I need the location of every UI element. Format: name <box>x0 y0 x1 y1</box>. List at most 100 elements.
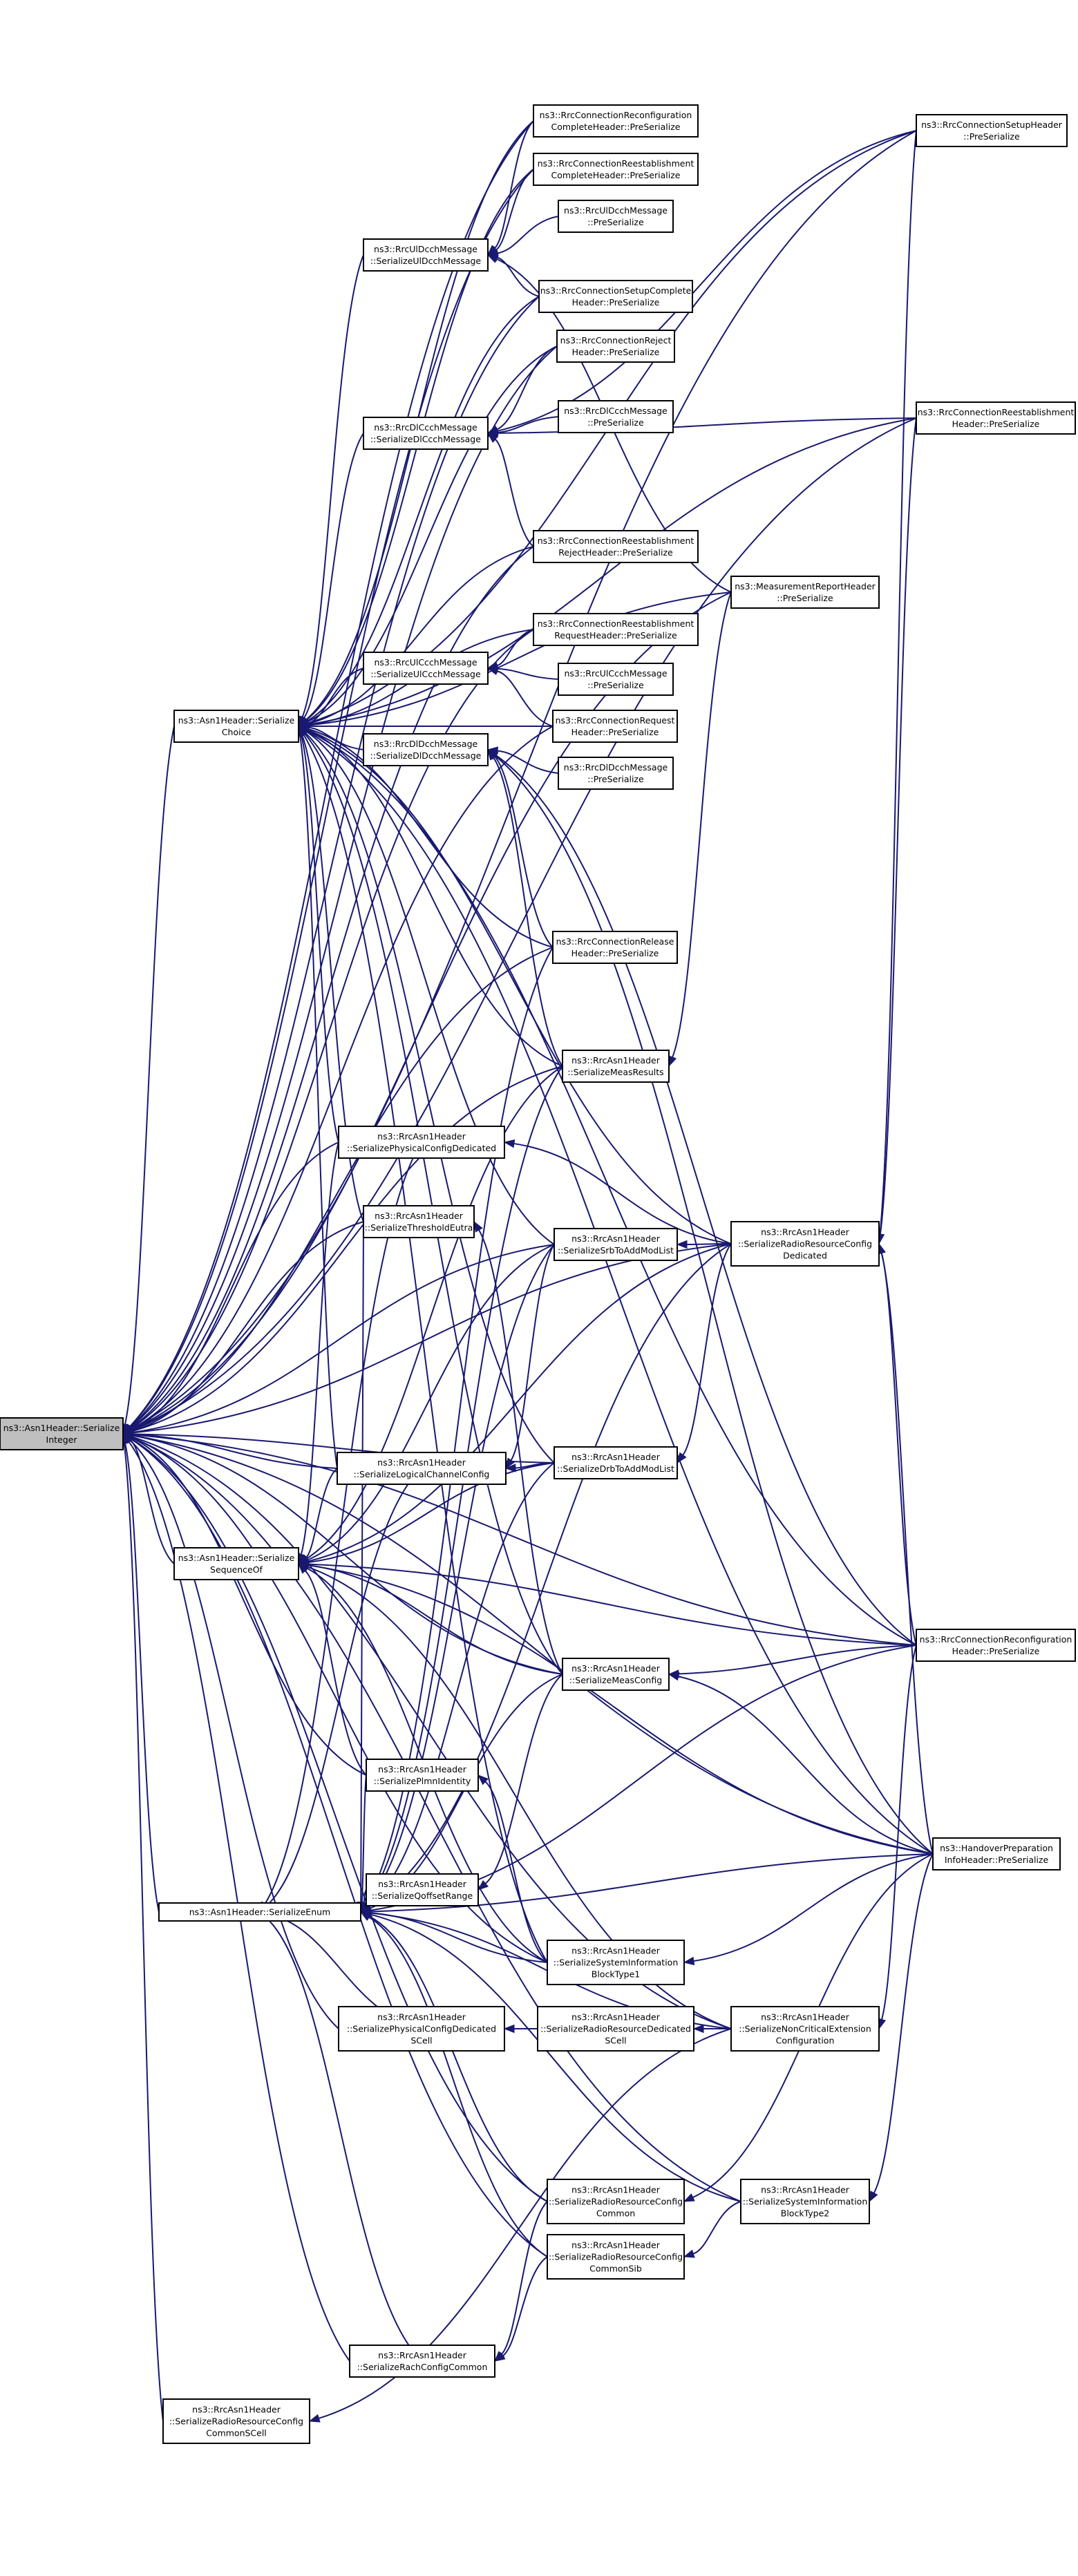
arrowhead <box>122 1431 134 1440</box>
node-box <box>562 1050 670 1083</box>
node-ulccchpre[interactable]: ns3::RrcUlCcchMessage::PreSerialize <box>558 663 674 696</box>
node-request[interactable]: ns3::RrcConnectionRequestHeader::PreSeri… <box>552 710 678 743</box>
arrowhead <box>668 1055 677 1068</box>
call-edge <box>486 417 917 438</box>
node-sib1[interactable]: ns3::RrcAsn1Header::SerializeSystemInfor… <box>547 1940 685 1985</box>
node-dldcchpre[interactable]: ns3::RrcDlDcchMessage::PreSerialize <box>558 757 674 790</box>
node-reconf[interactable]: ns3::RrcConnectionReconfigurationHeader:… <box>916 1629 1076 1662</box>
node-reestcomplete[interactable]: ns3::RrcConnectionReestablishmentComplet… <box>533 153 699 186</box>
node-srb[interactable]: ns3::RrcAsn1Header::SerializeSrbToAddMod… <box>554 1228 678 1261</box>
node-label: ns3::RrcAsn1Header <box>571 1233 661 1244</box>
node-sib2[interactable]: ns3::RrcAsn1Header::SerializeSystemInfor… <box>740 2179 870 2224</box>
node-label: ::SerializeRadioResourceConfig <box>169 2416 303 2427</box>
graph-edges <box>120 120 934 2423</box>
call-edge <box>122 1431 934 1855</box>
node-dlccchpre[interactable]: ns3::RrcDlCcchMessage::PreSerialize <box>558 400 674 433</box>
node-ulcch[interactable]: ns3::RrcUlDcchMessage::SerializeUlDcchMe… <box>363 238 489 272</box>
arrowhead <box>677 1452 687 1464</box>
node-label: ns3::RrcConnectionReestablishment <box>538 536 694 546</box>
node-release[interactable]: ns3::RrcConnectionReleaseHeader::PreSeri… <box>552 931 678 964</box>
node-dldcch[interactable]: ns3::RrcDlDcchMessage::SerializeDlDcchMe… <box>363 733 489 766</box>
call-edge <box>486 629 534 670</box>
node-rrcd[interactable]: ns3::RrcAsn1Header::SerializeRadioResour… <box>730 1221 880 1267</box>
node-uldcchpre[interactable]: ns3::RrcUlDcchMessage::PreSerialize <box>558 200 674 233</box>
call-edge <box>486 169 534 256</box>
call-edge <box>877 1242 934 1855</box>
node-plmn[interactable]: ns3::RrcAsn1Header::SerializePlmnIdentit… <box>366 1759 479 1792</box>
call-edge <box>122 1243 732 1437</box>
call-edge <box>122 947 554 1434</box>
node-thresh[interactable]: ns3::RrcAsn1Header::SerializeThresholdEu… <box>363 1205 475 1238</box>
node-noncrit[interactable]: ns3::RrcAsn1Header::SerializeNonCritical… <box>730 2006 880 2052</box>
call-edge-line <box>132 1244 555 1433</box>
node-setup[interactable]: ns3::RrcConnectionSetupHeader::PreSerial… <box>916 114 1068 147</box>
node-label: CommonSib <box>589 2264 642 2274</box>
node-measresults[interactable]: ns3::RrcAsn1Header::SerializeMeasResults <box>562 1050 670 1083</box>
call-edge <box>683 2201 741 2258</box>
node-reest[interactable]: ns3::RrcConnectionReestablishmentHeader:… <box>916 401 1076 435</box>
node-box <box>337 1452 507 1485</box>
call-edge-line <box>319 2028 732 2419</box>
node-label: ns3::RrcDlDcchMessage <box>564 762 668 773</box>
node-measreport[interactable]: ns3::MeasurementReportHeader::PreSeriali… <box>730 576 880 609</box>
arrowhead <box>683 1956 695 1966</box>
node-label: RejectHeader::PreSerialize <box>558 547 673 558</box>
node-label: SequenceOf <box>210 1564 263 1575</box>
node-label: ns3::RrcAsn1Header <box>378 2350 467 2360</box>
node-label: Integer <box>46 1434 78 1445</box>
node-handover[interactable]: ns3::HandoverPreparationInfoHeader::PreS… <box>932 1837 1061 1871</box>
call-edge-line <box>366 1244 555 1906</box>
node-ulccch[interactable]: ns3::RrcUlCcchMessage::SerializeUlCcchMe… <box>363 652 489 685</box>
call-edge-line <box>131 947 554 1431</box>
node-physded[interactable]: ns3::RrcAsn1Header::SerializePhysicalCon… <box>338 1126 505 1159</box>
node-box <box>730 576 880 609</box>
node-reestreject[interactable]: ns3::RrcConnectionReestablishmentRejectH… <box>533 530 699 563</box>
node-box <box>349 2345 495 2378</box>
call-edge-line <box>123 1443 164 2422</box>
call-edge-line <box>880 1253 934 1855</box>
node-rrcommon[interactable]: ns3::RrcAsn1Header::SerializeRadioResour… <box>547 2179 685 2224</box>
node-box <box>537 2006 694 2052</box>
call-edge-line <box>693 1853 934 1962</box>
node-label: ns3::RrcAsn1Header <box>377 2012 466 2023</box>
node-measconfig[interactable]: ns3::RrcAsn1Header::SerializeMeasConfig <box>562 1658 670 1691</box>
node-label: ns3::MeasurementReportHeader <box>735 581 876 591</box>
node-drb[interactable]: ns3::RrcAsn1Header::SerializeDrbToAddMod… <box>554 1446 678 1479</box>
node-setupcomplete[interactable]: ns3::RrcConnectionSetupCompleteHeader::P… <box>538 280 693 313</box>
node-reconfcomplete[interactable]: ns3::RrcConnectionReconfigurationComplet… <box>533 104 699 138</box>
node-label: Configuration <box>776 2036 835 2046</box>
node-enum[interactable]: ns3::Asn1Header::SerializeEnum <box>158 1902 361 1922</box>
node-dlcch[interactable]: ns3::RrcDlCcchMessage::SerializeDlCcchMe… <box>363 417 489 450</box>
node-rrcommonsib[interactable]: ns3::RrcAsn1Header::SerializeRadioResour… <box>547 2234 685 2280</box>
node-label: Header::PreSerialize <box>952 1646 1040 1656</box>
node-label: ::SerializeNonCriticalExtension <box>739 2024 871 2034</box>
node-logch[interactable]: ns3::RrcAsn1Header::SerializeLogicalChan… <box>337 1452 507 1485</box>
node-reject[interactable]: ns3::RrcConnectionRejectHeader::PreSeria… <box>556 330 675 363</box>
call-edge-line <box>497 670 554 727</box>
arrowhead <box>676 1240 688 1249</box>
node-label: ns3::RrcDlCcchMessage <box>564 406 668 416</box>
node-rachcommonscell[interactable]: ns3::RrcAsn1Header::SerializeRadioResour… <box>162 2398 310 2444</box>
call-edge-line <box>308 1564 934 1855</box>
node-label: ::SerializeMeasResults <box>567 1067 663 1077</box>
node-label: ::SerializeRadioResourceConfig <box>738 1239 872 1249</box>
call-edge <box>308 2028 732 2423</box>
node-qoff[interactable]: ns3::RrcAsn1Header::SerializeQoffsetRang… <box>366 1873 479 1906</box>
node-label: ns3::RrcAsn1Header <box>192 2405 281 2415</box>
node-box <box>363 238 489 272</box>
node-box <box>730 2006 880 2052</box>
arrowhead <box>503 2024 515 2034</box>
call-edge-line <box>131 417 917 1431</box>
call-edge <box>359 1911 548 2257</box>
call-edge-line <box>306 1066 563 1560</box>
node-reestrequest[interactable]: ns3::RrcConnectionReestablishmentRequest… <box>533 613 699 646</box>
node-physscell[interactable]: ns3::RrcAsn1Header::SerializePhysicalCon… <box>338 2006 505 2052</box>
node-rrded[interactable]: ns3::RrcAsn1Header::SerializeRadioResour… <box>537 2006 694 2052</box>
node-label: SCell <box>605 2036 626 2046</box>
node-rach[interactable]: ns3::RrcAsn1Header::SerializeRachConfigC… <box>349 2345 495 2378</box>
call-edge-line <box>306 731 555 1245</box>
call-edge-line <box>299 735 338 1469</box>
